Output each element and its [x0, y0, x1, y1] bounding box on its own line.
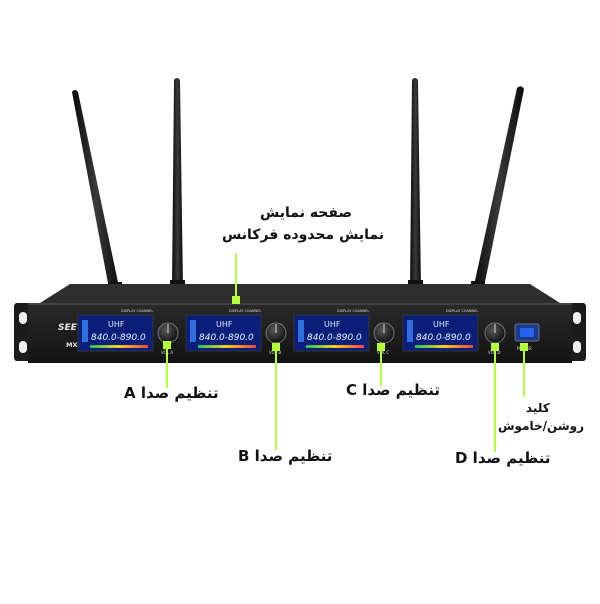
front-panel-highlight: [28, 303, 572, 305]
frequency-readout: 840.0-890.0: [307, 333, 362, 343]
channel-a-display: DISPLAY CHANNEL UHF 840.0-890.0: [77, 309, 154, 352]
annotation-dots: [163, 296, 528, 351]
volume-knob-b[interactable]: [265, 322, 287, 344]
antenna-left-inner: [170, 78, 185, 292]
antenna-right-inner: [408, 78, 423, 292]
annotation-lines: [166, 254, 525, 452]
antenna-right-outer: [471, 86, 524, 293]
display-caption: DISPLAY CHANNEL: [337, 309, 369, 313]
display-caption: DISPLAY CHANNEL: [446, 309, 478, 313]
antenna-left-outer: [72, 90, 122, 294]
channel-d-display: DISPLAY CHANNEL UHF 840.0-890.0: [402, 309, 479, 352]
band-label: UHF: [216, 320, 233, 329]
band-label: UHF: [108, 320, 125, 329]
volume-c-annotation: تنظیم صدا C: [346, 381, 441, 399]
chassis-top: [40, 284, 560, 303]
channel-b-display: DISPLAY CHANNEL UHF 840.0-890.0: [185, 309, 262, 352]
rack-ear-right: [568, 303, 586, 361]
frequency-readout: 840.0-890.0: [199, 333, 254, 343]
volume-b-annotation: تنظیم صدا B: [238, 447, 333, 465]
volume-label-c: VOL C: [377, 350, 389, 355]
display-annotation-title: صفحه نمایش: [260, 205, 353, 221]
power-annotation-subtitle: روشن/خاموش: [498, 419, 585, 433]
band-label: UHF: [324, 320, 341, 329]
display-annotation-subtitle: نمایش محدوده فرکانس: [222, 227, 385, 243]
power-switch[interactable]: [514, 323, 540, 342]
power-annotation-title: کلید: [526, 401, 550, 415]
volume-d-annotation: تنظیم صدا D: [455, 449, 551, 467]
volume-a-annotation: تنظیم صدا A: [124, 384, 219, 402]
volume-knob-a[interactable]: [157, 322, 179, 344]
frequency-readout: 840.0-890.0: [416, 333, 471, 343]
volume-knob-d[interactable]: [484, 322, 506, 344]
rack-ear-left: [14, 303, 32, 361]
channel-c-display: DISPLAY CHANNEL UHF 840.0-890.0: [293, 309, 370, 352]
band-label: UHF: [433, 320, 450, 329]
display-caption: DISPLAY CHANNEL: [229, 309, 261, 313]
volume-knob-c[interactable]: [373, 322, 395, 344]
frequency-readout: 840.0-890.0: [91, 333, 146, 343]
display-caption: DISPLAY CHANNEL: [121, 309, 153, 313]
